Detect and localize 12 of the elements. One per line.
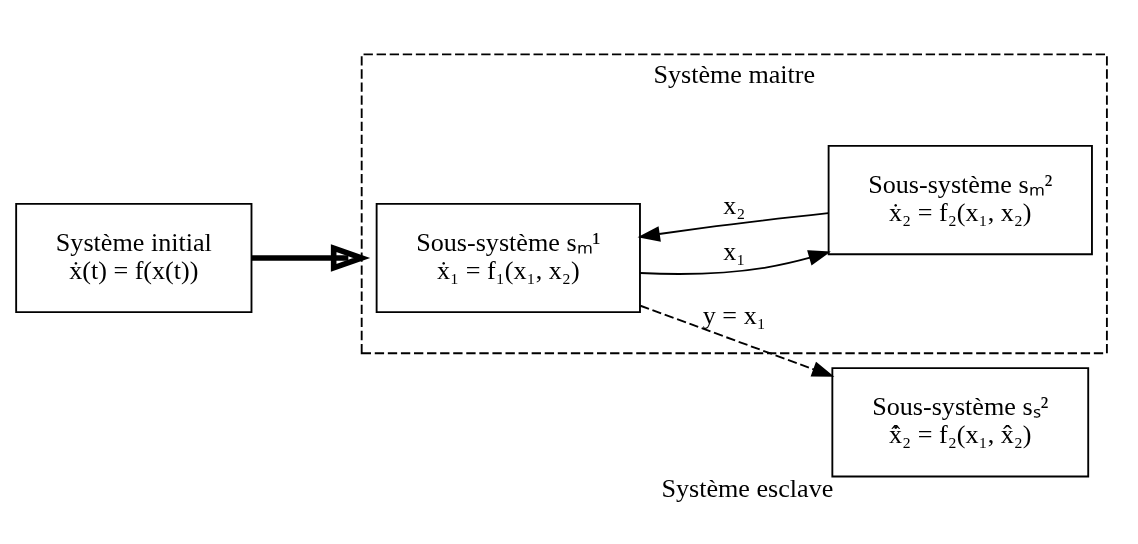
- node-box: Sous-système sₘ² ẋ₂ = f₂(x₁, x₂): [827, 145, 1093, 256]
- arrow: [639, 250, 831, 275]
- node-label: Système esclave: [661, 474, 834, 504]
- arrow: [639, 304, 835, 377]
- edge-label: x₁: [723, 237, 746, 267]
- edge-label: x₂: [723, 190, 746, 220]
- arrow: [637, 212, 830, 242]
- edge-label: y = x₁: [702, 300, 766, 330]
- node-box: Système initial ẋ(t) = f(x(t)): [15, 202, 253, 314]
- node-box: Sous-système sₘ¹ ẋ₁ = f₁(x₁, x₂): [375, 202, 641, 314]
- arrow: [252, 244, 371, 272]
- node-box: Sous-système sₛ² x̂̇₂ = f₂(x₁, x̂₂): [831, 367, 1090, 478]
